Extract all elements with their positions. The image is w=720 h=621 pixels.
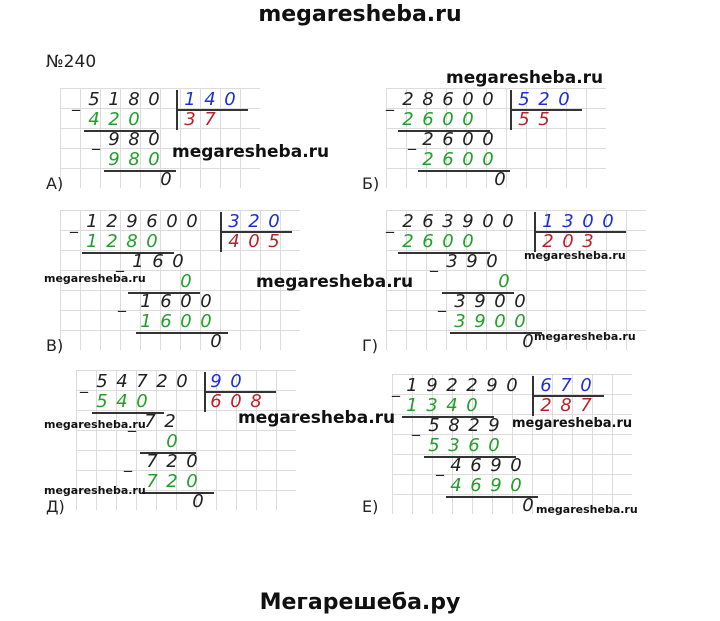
label-a: А) — [46, 174, 64, 193]
remainder: 0 — [160, 169, 172, 190]
label-g: Г) — [362, 336, 378, 355]
watermark: megaresheba.ru — [44, 484, 146, 497]
watermark: megaresheba.ru — [512, 416, 633, 431]
row: 0 — [180, 271, 192, 292]
watermark: megaresheba.ru — [44, 418, 146, 431]
watermark: megaresheba.ru — [446, 68, 604, 88]
label-d: Д) — [46, 497, 65, 516]
row: 0 — [498, 271, 510, 292]
site-footer: Мегарешеба.ру — [259, 590, 461, 615]
watermark: megaresheba.ru — [536, 503, 638, 516]
watermark: megaresheba.ru — [172, 142, 330, 162]
watermark: megaresheba.ru — [44, 272, 146, 285]
label-v: В) — [46, 336, 64, 355]
remainder: 0 — [192, 491, 204, 512]
watermark: megaresheba.ru — [238, 408, 396, 428]
remainder: 0 — [210, 331, 222, 352]
remainder: 0 — [494, 169, 506, 190]
row: 0 — [166, 431, 178, 452]
watermark: megaresheba.ru — [256, 272, 414, 292]
problem-number: №240 — [46, 52, 97, 72]
label-e: Е) — [362, 497, 379, 516]
site-header: megaresheba.ru — [258, 2, 462, 27]
watermark: megaresheba.ru — [524, 249, 626, 262]
remainder: 0 — [522, 331, 534, 352]
label-b: Б) — [362, 174, 380, 193]
watermark: megaresheba.ru — [534, 330, 636, 343]
remainder: 0 — [522, 495, 534, 516]
